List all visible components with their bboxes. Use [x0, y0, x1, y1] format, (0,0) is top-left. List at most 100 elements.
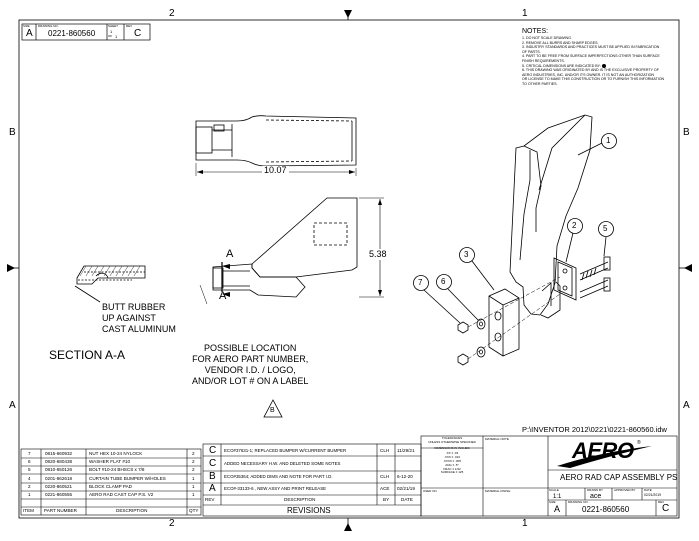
bom-part: 0220-860521	[45, 484, 73, 489]
bom-desc: NUT HEX 10-24 NYLOCK	[89, 451, 143, 456]
corner-rev: C	[134, 28, 142, 39]
dim-arrows-width	[197, 170, 355, 174]
file-path: P:\INVENTOR 2012\0221\0221-860560.idw	[522, 425, 667, 434]
revisions-title: REVISIONS	[287, 506, 331, 515]
rev-desc: ECO#-33133-6 , NEW ASSY AND PRINT RELEAS…	[224, 486, 327, 491]
note-line: 4. PART TO BE FREE FROM SURFACE IMPERFEC…	[522, 54, 660, 59]
note-line: 3. INDUSTRY STANDARDS AND PRACTICES MUST…	[522, 45, 660, 50]
zone-left-a: A	[9, 400, 16, 411]
material-note-label: MATERIAL NOTE	[485, 437, 509, 441]
bom-qty: 1	[192, 476, 195, 481]
rev-value: C	[662, 503, 670, 514]
bom-item: 5	[28, 467, 31, 472]
bom-item: 4	[28, 476, 31, 481]
bom-item: 2	[28, 484, 31, 489]
zone-left-b: B	[9, 127, 16, 138]
bom-header-desc: DESCRIPTION	[116, 508, 148, 513]
corner-sheet: 1	[110, 29, 113, 34]
logo-swoosh	[557, 446, 652, 468]
bom-item: 6	[28, 459, 31, 464]
rev-date: 02/21/19	[397, 486, 415, 491]
bom-part: 0201-862618	[45, 476, 73, 481]
side-view-outline	[199, 197, 384, 305]
scale-label: SCALE	[549, 488, 559, 492]
scale-value: 1:1	[553, 494, 562, 500]
aero-logo: AERO	[572, 438, 634, 463]
bom-qty: 1	[192, 492, 195, 497]
note-line: 6. THIS DRAWING WAS ORIGINATED BY AND IS…	[522, 68, 659, 73]
bom-header-qty: QTY	[189, 508, 199, 513]
rev-desc: ADDED NECESSARY H.W. AND DELETED SOME NO…	[224, 461, 341, 466]
bom-qty: 2	[192, 451, 195, 456]
rev-date: 6-12-20	[397, 474, 413, 479]
balloon-2: 2	[572, 221, 577, 230]
corner-sheet-label: SHEET	[108, 24, 119, 28]
note-line: 2. REMOVE ALL BURRS AND SHARP EDGES.	[522, 40, 599, 45]
bom-header-item: ITEM	[23, 508, 34, 513]
sheet-border	[18, 19, 680, 519]
corner-rev-label: REV	[126, 24, 133, 28]
title-block-lines	[420, 435, 678, 517]
label-location-note: POSSIBLE LOCATION FOR AERO PART NUMBER, …	[192, 343, 309, 386]
bom-lines	[20, 448, 202, 516]
dimension-height: 5.38	[369, 249, 387, 260]
drawn-by: ace	[590, 493, 602, 500]
rev-letter: A	[209, 483, 216, 494]
note-line: AERO INDUSTRIES, INC. AND/OR ITS OWNER. …	[522, 72, 654, 77]
bom-desc: WASHER FLAT #10	[89, 459, 131, 464]
bom-part: 0815-660932	[45, 451, 73, 456]
bom-desc: BOLT #10-24 BHSCS x 7/8	[89, 467, 145, 472]
note-line: 5. CRITICAL DIMENSIONS ARE INDICATED BY:	[522, 64, 664, 69]
rev-flag: B	[270, 407, 275, 414]
rev-header-rev: REV	[205, 497, 215, 502]
rev-desc: ECO#37631-1; REPLACED BUMPER W/CURRENT B…	[224, 448, 347, 453]
critical-dim-symbol-icon	[601, 63, 606, 68]
balloons	[413, 133, 617, 324]
bom-item: 1	[28, 492, 31, 497]
corner-of-label: OF	[108, 34, 113, 38]
rev-letter: B	[209, 471, 216, 482]
zone-bottom-2: 2	[169, 518, 175, 529]
size-value: A	[554, 504, 561, 514]
bom-item: 7	[28, 451, 31, 456]
rev-letter: C	[209, 445, 217, 456]
material-finish-label: MATERIAL FINISH	[485, 489, 511, 493]
rev-by: ACE	[380, 486, 390, 491]
bom-desc: AERO RAD CAST CAP P.S. V2	[89, 492, 154, 497]
zone-top-1: 1	[522, 8, 528, 19]
balloon-5: 5	[603, 224, 608, 233]
bom-part: 0221-860555	[45, 492, 73, 497]
drawing-title: AERO RAD CAP ASSEMBLY PS	[560, 473, 678, 482]
section-hatch	[79, 265, 141, 277]
rev-label: REV	[658, 500, 665, 504]
note-line: OF PARTS.	[522, 49, 541, 54]
zone-bottom-1: 1	[522, 518, 528, 529]
notes-title: NOTES:	[522, 28, 549, 35]
corner-of: 1	[115, 34, 118, 39]
tolerance-block: TOLERANCES UNLESS OTHERWISE SPECIFIED DI…	[428, 436, 476, 475]
zone-right-a: A	[683, 400, 690, 411]
balloon-1: 1	[606, 136, 611, 145]
bom-desc: BLOCK CLAMP PAD	[89, 484, 132, 489]
balloon-3: 3	[464, 250, 469, 259]
rev-by: CLH	[380, 474, 390, 479]
size-label: SIZE	[549, 500, 556, 504]
section-marker-bottom: A	[219, 290, 227, 302]
general-notes: NOTES: 1. DO NOT SCALE DRAWING. 2. REMOV…	[522, 28, 664, 87]
rev-header-date: DATE	[401, 497, 413, 502]
section-detail-outline	[74, 265, 146, 303]
rev-date: 11/29/21	[397, 448, 415, 453]
bom-header-part: PART NUMBER	[44, 508, 77, 513]
rev-by: CLH	[380, 448, 390, 453]
note-line: TO OTHER PARTIES.	[522, 81, 558, 86]
section-marker-top: A	[226, 248, 234, 260]
bom-desc: CURTAIN TUBE BUMPER W/HOLES	[89, 476, 166, 481]
zone-top-2: 2	[169, 8, 175, 19]
used-on-label: USED ON	[423, 489, 437, 493]
trademark-icon: ®	[637, 440, 641, 446]
bom-part: 0810-650126	[45, 467, 73, 472]
approved-by-label: APPROVED BY	[614, 488, 636, 492]
butt-rubber-note: BUTT RUBBER UP AGAINST CAST ALUMINUM	[102, 302, 176, 334]
drawing-date: 02/21/2019	[644, 493, 661, 497]
